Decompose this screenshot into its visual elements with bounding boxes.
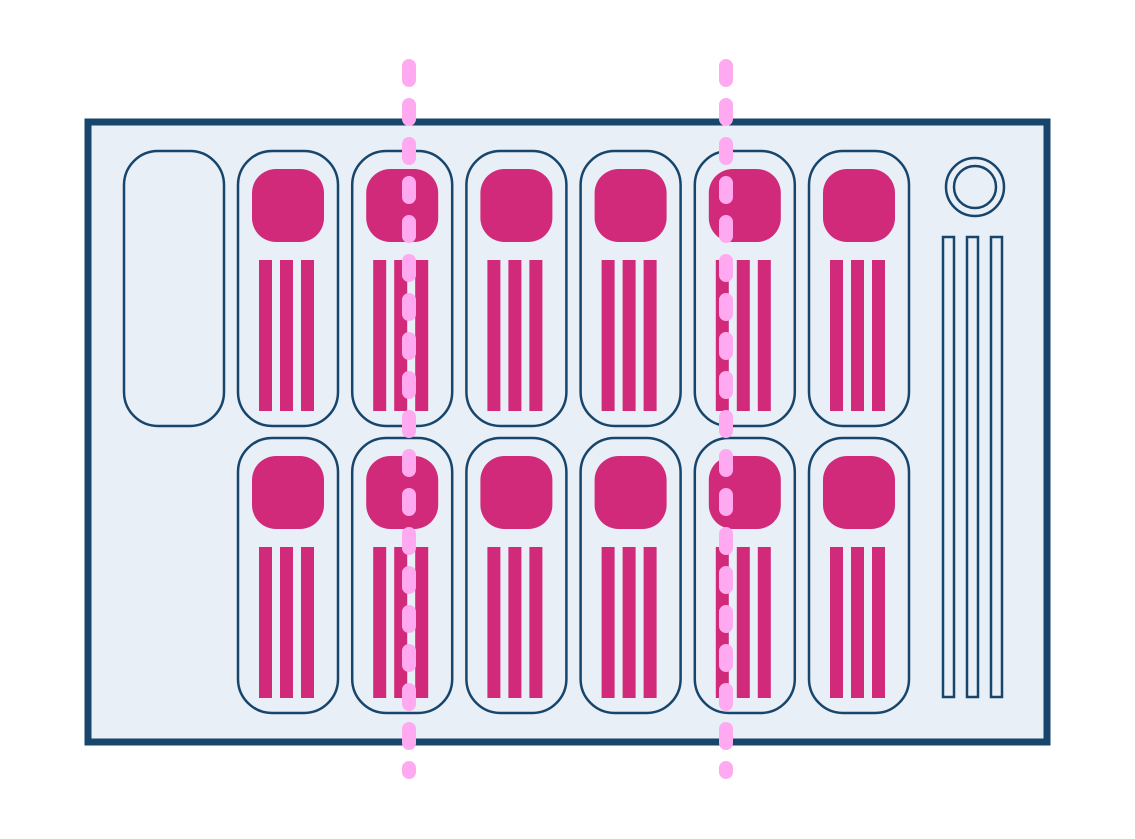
rail-1 [941,235,956,699]
module-bar [415,260,429,411]
module-head-icon [252,169,324,242]
module-bar [736,547,750,698]
module-card-outline [579,436,682,715]
module-card [350,149,454,428]
rail-3 [989,235,1004,699]
module-card-outline [579,149,682,428]
module-bar [529,547,543,698]
module-head-icon [252,456,324,529]
module-card [465,436,568,715]
module-bar [601,547,615,698]
module-bar [301,260,314,411]
module-bar [830,547,843,698]
module-card-outline [465,149,568,428]
module-bar [373,260,387,411]
module-bar [851,547,864,698]
module-card-outline [693,436,797,715]
module-head-icon [480,456,553,529]
module-bar [622,260,636,411]
module-card [807,436,911,715]
module-bar [622,547,636,698]
knob-icon [944,156,1006,218]
module-head-icon [366,169,439,242]
module-card [465,149,568,428]
module-card-outline [236,149,340,428]
module-card-outline [807,436,911,715]
module-card-outline [350,436,454,715]
module-bar [529,260,543,411]
module-card [350,436,454,715]
module-bar [508,547,522,698]
module-bar [757,260,771,411]
module-head-icon [823,456,895,529]
module-card-outline [807,149,911,428]
module-bar [301,547,314,698]
module-card-outline [693,149,797,428]
module-bar [415,547,429,698]
rails [941,235,1004,699]
module-bar [643,260,657,411]
module-bar [851,260,864,411]
rail-2 [965,235,980,699]
module-card [807,149,911,428]
module-card-outline [465,436,568,715]
module-bar [736,260,750,411]
module-bar [601,260,615,411]
module-head-icon [480,169,553,242]
module-card [579,436,682,715]
module-bar [757,547,771,698]
module-bar [487,260,501,411]
module-card [579,149,682,428]
module-bar [280,260,293,411]
module-card-outline [236,436,340,715]
blank-slot [122,149,226,428]
module-bar [643,547,657,698]
module-head-icon [366,456,439,529]
module-card [236,436,340,715]
module-head-icon [594,169,667,242]
module-head-icon [594,456,667,529]
module-bar [508,260,522,411]
module-bar [259,260,272,411]
module-bar [280,547,293,698]
module-bar [830,260,843,411]
module-card [236,149,340,428]
module-bar [373,547,387,698]
module-bar [872,547,885,698]
module-bar [872,260,885,411]
module-bar [259,547,272,698]
module-head-icon [823,169,895,242]
module-bar [487,547,501,698]
